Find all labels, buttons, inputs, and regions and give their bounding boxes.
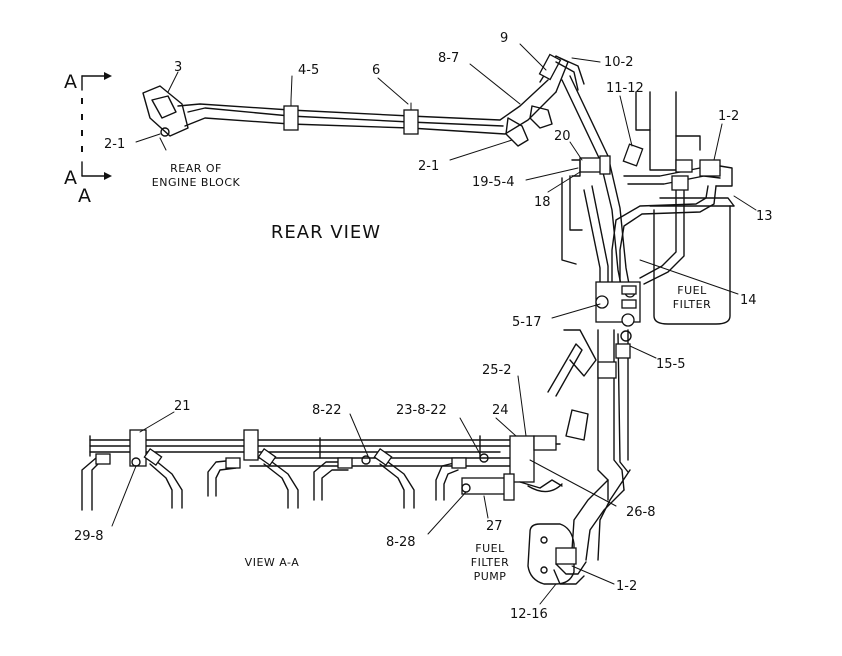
callout-11-12: 11-12 (606, 81, 644, 96)
callout-12-16: 12-16 (510, 607, 548, 622)
caption-fuel-filter-pump-line3: PUMP (474, 570, 507, 583)
section-label-bottom: A (64, 167, 77, 189)
rear-view-fuel-rail (142, 53, 585, 151)
callout-1-2-top: 1-2 (718, 109, 739, 124)
caption-fuel-filter-pump-line1: FUEL (475, 542, 505, 555)
captions: REAR OF ENGINE BLOCK REAR VIEW VIEW A-A … (152, 162, 711, 583)
callouts: 3 4-5 6 8-7 9 10-2 11-12 1-2 2-1 2-1 20 … (74, 31, 773, 622)
callout-19-5-4: 19-5-4 (472, 175, 514, 190)
callout-2-1-left: 2-1 (104, 137, 125, 152)
callout-8-28: 8-28 (386, 535, 416, 550)
injector-line-4 (257, 447, 299, 509)
callout-5-17: 5-17 (512, 315, 542, 330)
callout-6: 6 (372, 63, 380, 78)
callout-4-5: 4-5 (298, 63, 319, 78)
callout-25-2: 25-2 (482, 363, 512, 378)
caption-fuel-filter-line1: FUEL (677, 284, 707, 297)
injector-line-6 (373, 447, 415, 509)
section-label-top: A (64, 71, 77, 93)
callout-15-5: 15-5 (656, 357, 686, 372)
callout-8-22: 8-22 (312, 403, 342, 418)
callout-10-2: 10-2 (604, 55, 634, 70)
callout-8-7: 8-7 (438, 51, 459, 66)
view-aa-manifold (81, 429, 563, 511)
caption-view-aa: VIEW A-A (245, 556, 300, 569)
callout-18: 18 (534, 195, 551, 210)
callout-14: 14 (740, 293, 757, 308)
callout-2-1-right: 2-1 (418, 159, 439, 174)
callout-21: 21 (174, 399, 191, 414)
callout-20: 20 (554, 129, 571, 144)
callout-3: 3 (174, 60, 182, 75)
callout-23-8-22: 23-8-22 (396, 403, 447, 418)
section-label-bottom-sub: A (78, 185, 91, 207)
section-marker-aa: A A A (64, 71, 112, 207)
injector-line-3 (207, 457, 241, 497)
fuel-pump-mount (527, 523, 587, 585)
caption-rear-of-engine-line1: REAR OF (170, 162, 222, 175)
caption-rear-view: REAR VIEW (271, 222, 381, 243)
caption-fuel-filter-line2: FILTER (673, 298, 712, 311)
callout-29-8: 29-8 (74, 529, 104, 544)
callout-1-2-bottom: 1-2 (616, 579, 637, 594)
injector-line-1 (81, 453, 111, 511)
injector-line-5 (313, 455, 371, 501)
callout-9: 9 (500, 31, 508, 46)
caption-rear-of-engine-line2: ENGINE BLOCK (152, 176, 241, 189)
caption-fuel-filter-pump-line2: FILTER (471, 556, 510, 569)
callout-13: 13 (756, 209, 773, 224)
injector-line-7 (435, 453, 489, 501)
leader-lines (111, 43, 757, 605)
injector-line-2 (143, 447, 183, 509)
callout-26-8: 26-8 (626, 505, 656, 520)
engine-block-right (547, 75, 735, 561)
callout-24: 24 (492, 403, 509, 418)
callout-27: 27 (486, 519, 503, 534)
